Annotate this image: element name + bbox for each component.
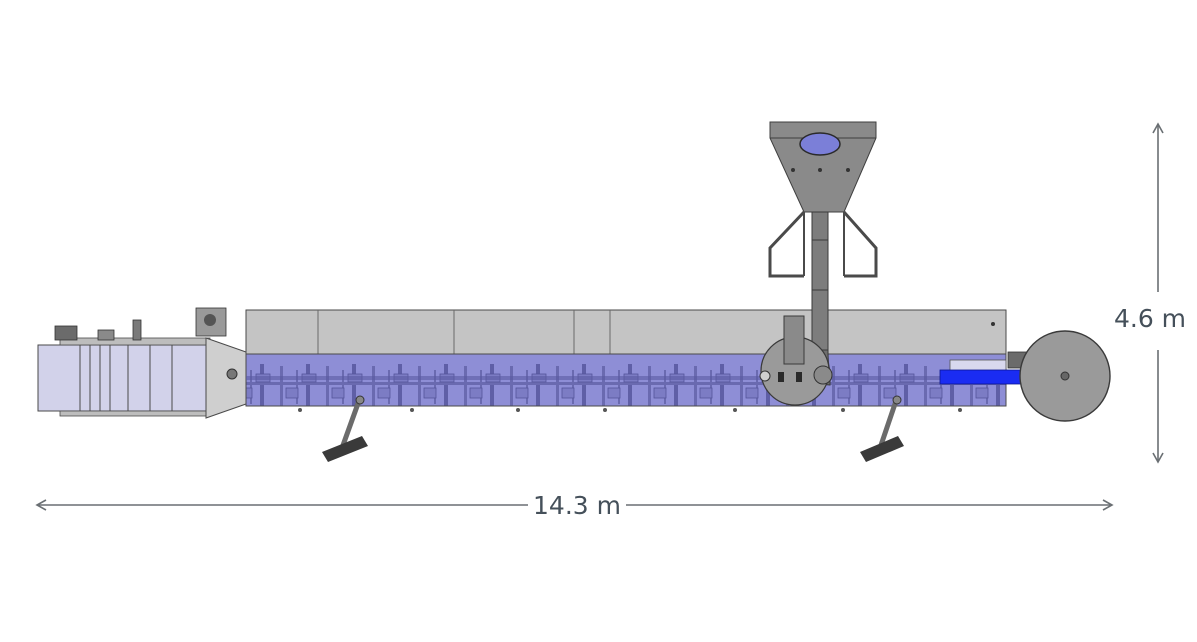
support-leg-right xyxy=(860,395,904,462)
support-leg-left xyxy=(322,395,368,462)
main-machine-body xyxy=(245,309,1036,412)
dimension-height-label: 4.6 m xyxy=(1114,304,1186,333)
infeed-unit xyxy=(37,307,247,419)
hopper-window xyxy=(799,132,841,156)
rotary-table xyxy=(1007,330,1111,422)
infeed-conveyor xyxy=(37,344,211,412)
transfer-funnel xyxy=(205,337,247,419)
hopper-assembly xyxy=(759,121,878,406)
machine-top-cover xyxy=(245,309,1007,355)
feed-tube xyxy=(811,211,829,363)
infeed-motor xyxy=(54,325,78,341)
dimension-length-label: 14.3 m xyxy=(533,491,621,520)
dimension-length: 14.3 m xyxy=(35,491,1114,520)
dimension-height: 4.6 m xyxy=(1114,122,1186,464)
